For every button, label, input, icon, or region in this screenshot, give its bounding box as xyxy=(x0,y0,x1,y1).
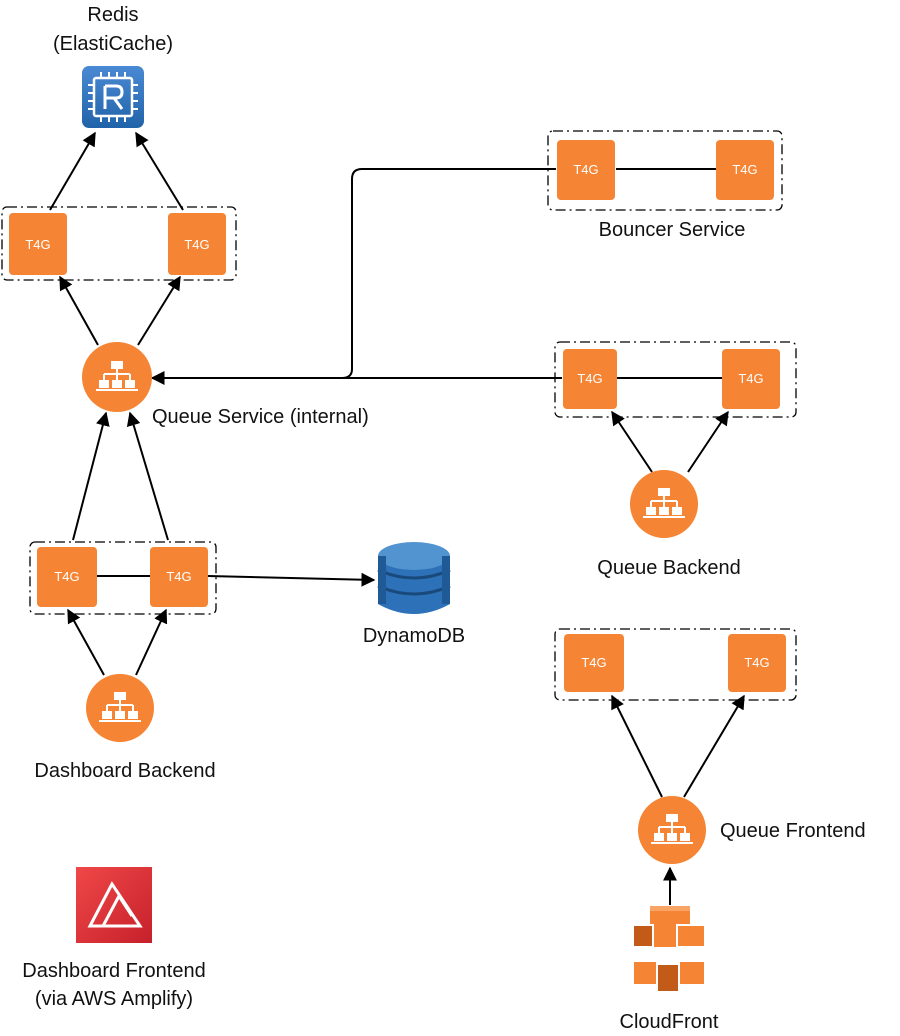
edge-instance-to-dynamodb xyxy=(207,572,376,587)
dynamodb-label: DynamoDB xyxy=(363,625,465,647)
ec2-instance-icon[interactable]: T4G xyxy=(563,349,617,409)
edge-queue-frontend-to-instance xyxy=(611,694,663,798)
dynamodb-icon[interactable] xyxy=(377,542,451,614)
ec2-instance-icon[interactable]: T4G xyxy=(722,349,780,409)
instance-label: T4G xyxy=(54,569,79,584)
ec2-instance-icon[interactable]: T4G xyxy=(716,140,774,200)
instance-label: T4G xyxy=(738,371,763,386)
ec2-instance-icon[interactable]: T4G xyxy=(557,140,615,200)
ec2-instance-icon[interactable]: T4G xyxy=(728,634,786,692)
edge-queue-service-to-instance xyxy=(59,275,99,346)
redis-icon[interactable] xyxy=(82,66,144,128)
bouncer-service-label: Bouncer Service xyxy=(599,219,746,241)
bouncer-instance-group xyxy=(547,130,783,211)
load-balancer-icon[interactable] xyxy=(86,674,154,742)
load-balancer-icon[interactable] xyxy=(638,796,706,864)
queue-service-label: Queue Service (internal) xyxy=(152,406,369,428)
edge-dashboard-backend-to-instance xyxy=(135,608,168,676)
labels: Redis (ElastiCache) Bouncer Service Queu… xyxy=(22,4,865,1033)
dashboard-instance-group xyxy=(29,541,217,615)
instance-label: T4G xyxy=(166,569,191,584)
edge-queue-backend-to-instance xyxy=(611,410,653,473)
load-balancer-icon[interactable] xyxy=(82,342,152,412)
edges xyxy=(49,131,745,905)
load-balancer-icon[interactable] xyxy=(630,470,698,538)
ec2-instance-icon[interactable]: T4G xyxy=(150,547,208,607)
ec2-instances: T4G T4G T4G T4G T4G T4G T4G T4G xyxy=(9,140,786,692)
ec2-instance-icon[interactable]: T4G xyxy=(564,634,624,692)
cloudfront-label: CloudFront xyxy=(620,1011,719,1033)
instance-label: T4G xyxy=(744,655,769,670)
instance-groups xyxy=(1,130,797,701)
edge-instance-to-redis xyxy=(135,131,184,211)
queue-backend-label: Queue Backend xyxy=(597,557,740,579)
redis-instance-group xyxy=(1,206,237,281)
ec2-instance-icon[interactable]: T4G xyxy=(37,547,97,607)
queue-frontend-instance-group xyxy=(554,628,797,701)
edge-queue-backend-to-instance xyxy=(687,410,729,473)
dashboard-backend-label: Dashboard Backend xyxy=(34,760,215,782)
instance-label: T4G xyxy=(732,162,757,177)
edge-instance-to-queue-service xyxy=(126,411,169,541)
edge-queue-frontend-to-instance xyxy=(683,694,745,798)
edge-queue-service-to-instance xyxy=(137,275,181,346)
dashboard-frontend-sublabel: (via AWS Amplify) xyxy=(35,988,193,1010)
instance-label: T4G xyxy=(573,162,598,177)
instance-label: T4G xyxy=(577,371,602,386)
cloudfront-icon[interactable] xyxy=(634,906,704,991)
edge-instance-to-queue-service xyxy=(72,411,110,541)
edge-dashboard-backend-to-instance xyxy=(67,608,105,676)
dashboard-frontend-label: Dashboard Frontend xyxy=(22,960,205,982)
ec2-instance-icon[interactable]: T4G xyxy=(9,213,67,275)
instance-label: T4G xyxy=(25,237,50,252)
instance-label: T4G xyxy=(184,237,209,252)
instance-label: T4G xyxy=(581,655,606,670)
edge-instance-to-redis xyxy=(49,131,96,211)
queue-frontend-label: Queue Frontend xyxy=(720,820,866,842)
queue-backend-instance-group xyxy=(554,341,797,418)
redis-subtitle: (ElastiCache) xyxy=(53,33,173,55)
amplify-icon[interactable] xyxy=(76,867,152,943)
redis-title: Redis xyxy=(87,4,138,26)
ec2-instance-icon[interactable]: T4G xyxy=(168,213,226,275)
